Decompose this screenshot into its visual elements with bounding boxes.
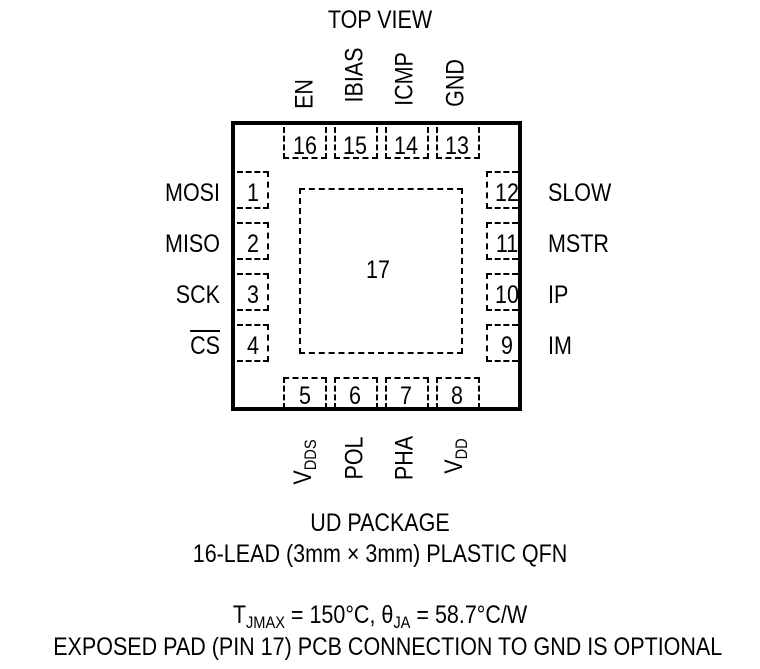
- pad-5: [283, 377, 327, 409]
- pin-7-name: PHA: [390, 435, 419, 481]
- pin-6-number: 6: [349, 382, 361, 410]
- pad-7: [385, 377, 429, 409]
- pin-2-name: MISO: [165, 230, 220, 258]
- pin-9-number: 9: [501, 332, 513, 360]
- pin-14-name: ICMP: [390, 52, 419, 106]
- pin-11-name: MSTR: [548, 230, 609, 258]
- pin-5-number: 5: [299, 382, 311, 410]
- pin-10-name: IP: [548, 281, 569, 309]
- pin-1-name: MOSI: [165, 179, 220, 207]
- pin-5-name-sub: DDS: [301, 439, 320, 471]
- pin-8-name: VDD: [440, 438, 471, 474]
- exposed-pad-note: EXPOSED PAD (PIN 17) PCB CONNECTION TO G…: [53, 633, 723, 661]
- pad-14: [385, 127, 429, 159]
- pad-9: [486, 324, 518, 362]
- pin-3-number: 3: [247, 281, 259, 309]
- package-description: 16-LEAD (3mm × 3mm) PLASTIC QFN: [192, 540, 568, 568]
- tj-subscript: JMAX: [245, 613, 285, 632]
- pin-4-name: CS: [125, 334, 220, 359]
- exposed-pad-number: 17: [366, 256, 390, 284]
- pad-16: [283, 127, 327, 159]
- tj-symbol: T: [232, 601, 246, 629]
- pin-13-name: GND: [441, 59, 470, 107]
- view-label: TOP VIEW: [327, 6, 433, 34]
- pad-8: [436, 377, 480, 409]
- pin-8-name-main: V: [440, 459, 468, 474]
- pin-12-number: 12: [495, 179, 519, 207]
- pin-1-number: 1: [247, 179, 259, 207]
- package-outline: [231, 121, 522, 411]
- pad-3: [237, 273, 269, 311]
- pad-2: [237, 222, 269, 260]
- theta-symbol: θ: [381, 601, 394, 629]
- pin-12-name: SLOW: [548, 179, 612, 207]
- pin-8-number: 8: [451, 382, 463, 410]
- theta-value: = 58.7°C/W: [410, 601, 528, 629]
- exposed-pad: [299, 188, 463, 354]
- pin-5-name: VDDS: [289, 439, 320, 485]
- pad-11: [486, 222, 518, 260]
- pad-10: [486, 273, 518, 311]
- thermal-specs: TJMAX = 150°C, θJA = 58.7°C/W: [122, 601, 638, 632]
- pin-14-number: 14: [394, 132, 418, 160]
- pin-16-name: EN: [290, 79, 319, 109]
- pin-3-name: SCK: [175, 281, 220, 309]
- pin-6-name: POL: [340, 436, 369, 480]
- pin-5-name-main: V: [289, 470, 317, 485]
- pad-13: [436, 127, 480, 159]
- pin-10-number: 10: [495, 281, 519, 309]
- pad-4: [237, 324, 269, 362]
- pad-15: [334, 127, 378, 159]
- pin-2-number: 2: [247, 230, 259, 258]
- pin-4-name-text: CS: [190, 332, 220, 360]
- package-name: UD PACKAGE: [310, 509, 450, 537]
- pin-15-name: IBIAS: [340, 47, 369, 103]
- pin-13-number: 13: [445, 132, 469, 160]
- pin-7-number: 7: [400, 382, 412, 410]
- pin-16-number: 16: [293, 132, 317, 160]
- pin-11-number: 11: [495, 230, 519, 258]
- pin-9-name: IM: [548, 332, 572, 360]
- theta-subscript: JA: [393, 613, 411, 632]
- pad-12: [486, 171, 518, 209]
- pad-1: [237, 171, 269, 209]
- pin-15-number: 15: [343, 132, 367, 160]
- pin-8-name-sub: DD: [452, 438, 471, 460]
- tj-value: = 150°C,: [284, 601, 382, 629]
- pin-4-number: 4: [247, 332, 259, 360]
- pad-6: [334, 377, 378, 409]
